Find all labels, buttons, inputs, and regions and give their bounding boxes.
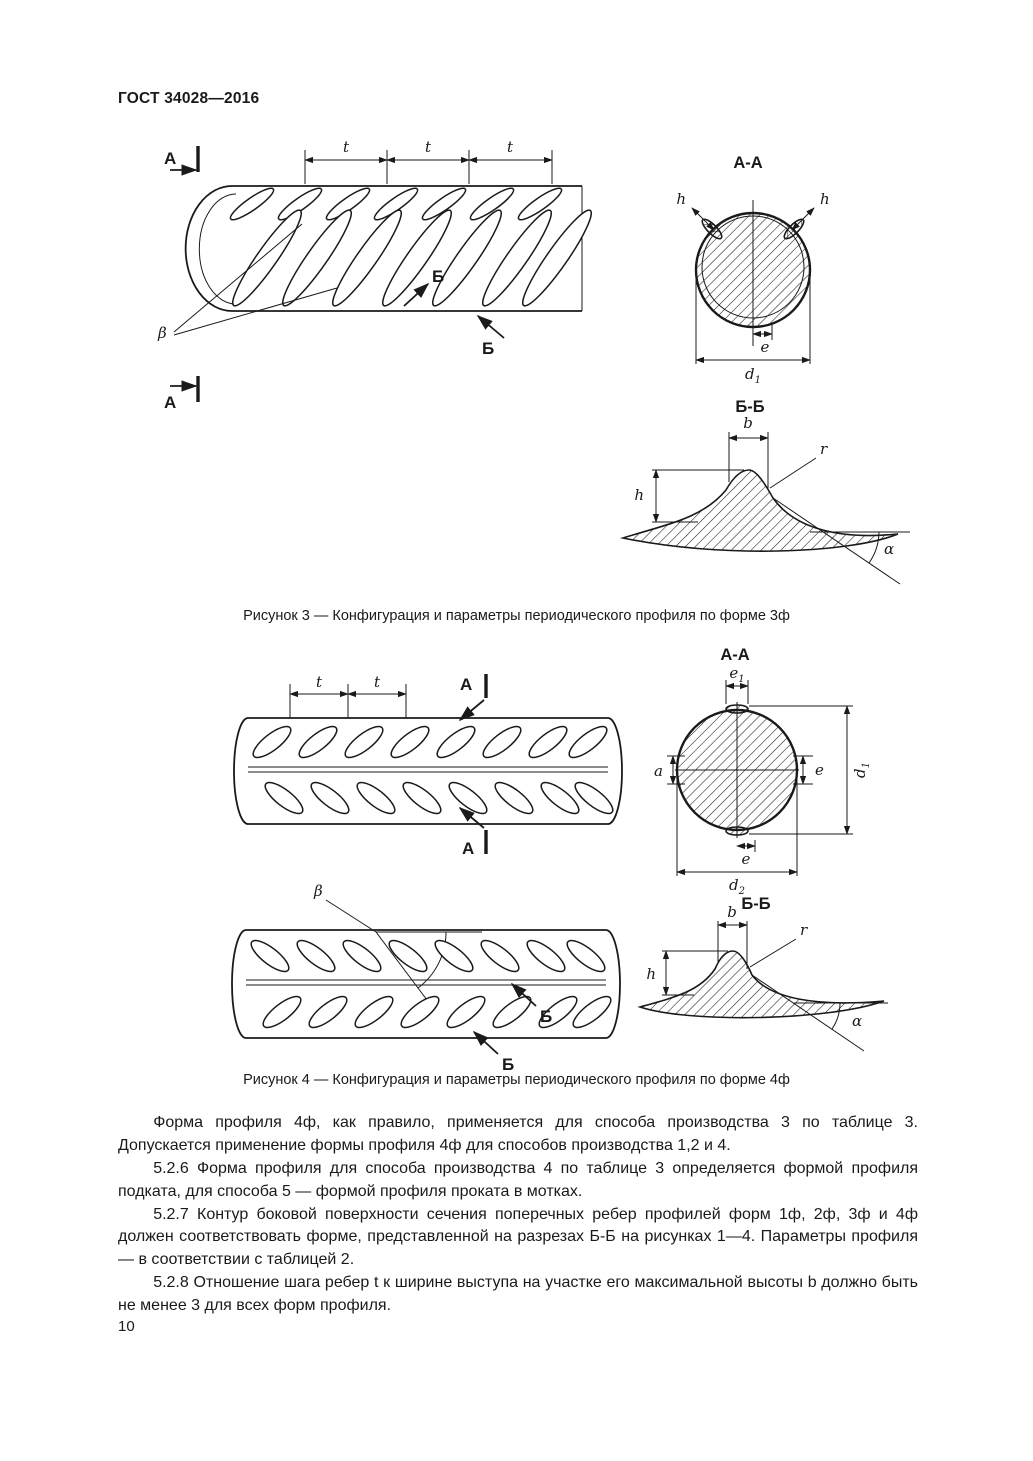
dim-label-r: r — [800, 921, 808, 939]
fig4-aa-d2-dim: d2 — [676, 776, 798, 897]
dim-label-alpha: α — [852, 1012, 862, 1030]
fig4-bb-h-dim: h — [646, 950, 728, 996]
fig3-section-aa-drawing: А-А h h e d1 — [676, 154, 830, 386]
view-title-bb: Б-Б — [741, 895, 770, 913]
fig4-bb-rib-profile — [637, 950, 885, 1019]
dim-label-beta: β — [313, 882, 323, 900]
fig4-rib-lenses-bottom-row — [264, 781, 614, 815]
fig3-bb-rib-profile — [619, 469, 899, 552]
fig3-section-bb-drawing: Б-Б b h r α — [619, 398, 910, 585]
dim-label-t: t — [343, 138, 350, 156]
figure4-caption: Рисунок 4 — Конфигурация и параметры пер… — [243, 1072, 790, 1088]
fig3-beta-angle-leaders: β — [157, 223, 338, 342]
dim-label-e: e — [815, 761, 824, 779]
view-title-aa: А-А — [733, 154, 762, 172]
dim-label-a: a — [654, 762, 663, 780]
fig3-section-b-marks: Б Б — [403, 267, 505, 358]
fig3-bb-b-dim: b — [728, 414, 769, 490]
fig3-rib-crescents-main-row — [231, 209, 593, 307]
fig4-bar-outline — [231, 929, 621, 1039]
paragraph-5-2-6: 5.2.6 Форма профиля для способа производ… — [118, 1159, 918, 1200]
fig4-bar-bottom-drawing: β — [231, 882, 621, 1074]
dim-label-b: b — [743, 414, 753, 432]
dim-label-h: h — [820, 190, 830, 208]
fig4-aa-longitudinal-ribs — [725, 704, 749, 836]
view-title-aa: А-А — [720, 646, 749, 664]
fig3-section-a-mark-bottom: А — [164, 376, 200, 412]
paragraph-profile-4f: Форма профиля 4ф, как правило, применяет… — [118, 1114, 918, 1154]
section-mark-a: А — [462, 839, 474, 858]
fig3-dim-t-group: t t t — [304, 138, 553, 184]
fig4-aa-e-dim-bottom: e — [736, 840, 756, 868]
section-mark-a: А — [164, 149, 176, 168]
section-mark-b: Б — [432, 267, 444, 286]
dim-label-h: h — [634, 486, 644, 504]
fig4-bb-alpha-angle: α — [751, 974, 888, 1052]
fig4-beta-angle: β — [313, 882, 482, 1005]
fig4-section-a-mark-top: А — [458, 674, 488, 722]
fig4-section-a-mark-bottom: А — [458, 806, 488, 858]
doc-number: ГОСТ 34028—2016 — [118, 90, 260, 107]
figure3-caption: Рисунок 3 — Конфигурация и параметры пер… — [243, 608, 790, 624]
fig4-bar-top-drawing: t t А — [233, 673, 623, 858]
dim-label-h: h — [646, 965, 656, 983]
section-mark-b: Б — [502, 1055, 514, 1074]
fig4-bar-outline — [233, 717, 623, 825]
fig4-rib-lenses-top-row — [250, 939, 606, 973]
section-mark-a: А — [164, 393, 176, 412]
fig4-section-b-marks: Б Б — [472, 982, 552, 1074]
view-title-bb: Б-Б — [735, 398, 764, 416]
body-text: Форма профиля 4ф, как правило, применяет… — [118, 1112, 918, 1318]
fig4-dim-t-group: t t — [289, 673, 407, 718]
paragraph-5-2-7: 5.2.7 Контур боковой поверхности сечения… — [118, 1205, 918, 1269]
fig4-aa-a-dim: a — [654, 755, 685, 785]
dim-label-r: r — [820, 440, 828, 458]
fig3-bb-r-leader: r — [769, 440, 828, 489]
fig3-bb-h-dim: h — [634, 469, 744, 523]
dim-label-d2: d2 — [729, 876, 745, 897]
dim-label-t: t — [374, 673, 381, 691]
dim-label-e1: e1 — [729, 664, 744, 685]
fig3-section-a-mark-top: А — [164, 146, 200, 176]
page-number: 10 — [118, 1318, 135, 1335]
section-mark-b: Б — [540, 1007, 552, 1026]
fig4-bb-b-dim: b — [717, 903, 748, 969]
dim-label-alpha: α — [884, 540, 894, 558]
dim-label-t: t — [316, 673, 323, 691]
fig4-aa-e1-dim: e1 — [725, 664, 749, 704]
dim-label-d1: d1 — [745, 365, 761, 386]
dim-label-beta: β — [157, 324, 167, 342]
fig4-section-aa-drawing: А-А e1 a e d1 — [654, 646, 872, 897]
fig4-section-bb-drawing: Б-Б b h r α — [637, 895, 888, 1052]
fig3-bar-outline — [184, 185, 583, 312]
paragraph-5-2-8: 5.2.8 Отношение шага ребер t к ширине вы… — [118, 1274, 918, 1314]
dim-label-t: t — [425, 138, 432, 156]
dim-label-t: t — [507, 138, 514, 156]
fig4-rib-lenses-top-row — [252, 725, 608, 759]
fig4-aa-d1-dim: d1 — [749, 705, 872, 835]
fig4-rib-lenses-bottom-row — [262, 995, 612, 1029]
fig3-aa-rib-height-dims: h h — [676, 190, 830, 231]
fig3-aa-d1-dim: d1 — [695, 276, 811, 386]
fig3-bb-alpha-angle: α — [772, 497, 910, 585]
dim-label-h: h — [676, 190, 686, 208]
dim-label-e: e — [742, 850, 751, 868]
section-mark-b: Б — [482, 339, 494, 358]
dim-label-b: b — [727, 903, 737, 921]
fig4-bb-r-leader: r — [749, 921, 808, 968]
fig3-aa-e-dim: e — [752, 324, 773, 356]
dim-label-d1: d1 — [851, 762, 872, 778]
section-mark-a: А — [460, 675, 472, 694]
fig4-aa-e-dim-right: e — [793, 755, 824, 785]
fig3-rib-crescents-top-row — [229, 187, 563, 221]
fig3-bar-drawing: t t t А А — [157, 138, 593, 412]
dim-label-e: e — [761, 338, 770, 356]
